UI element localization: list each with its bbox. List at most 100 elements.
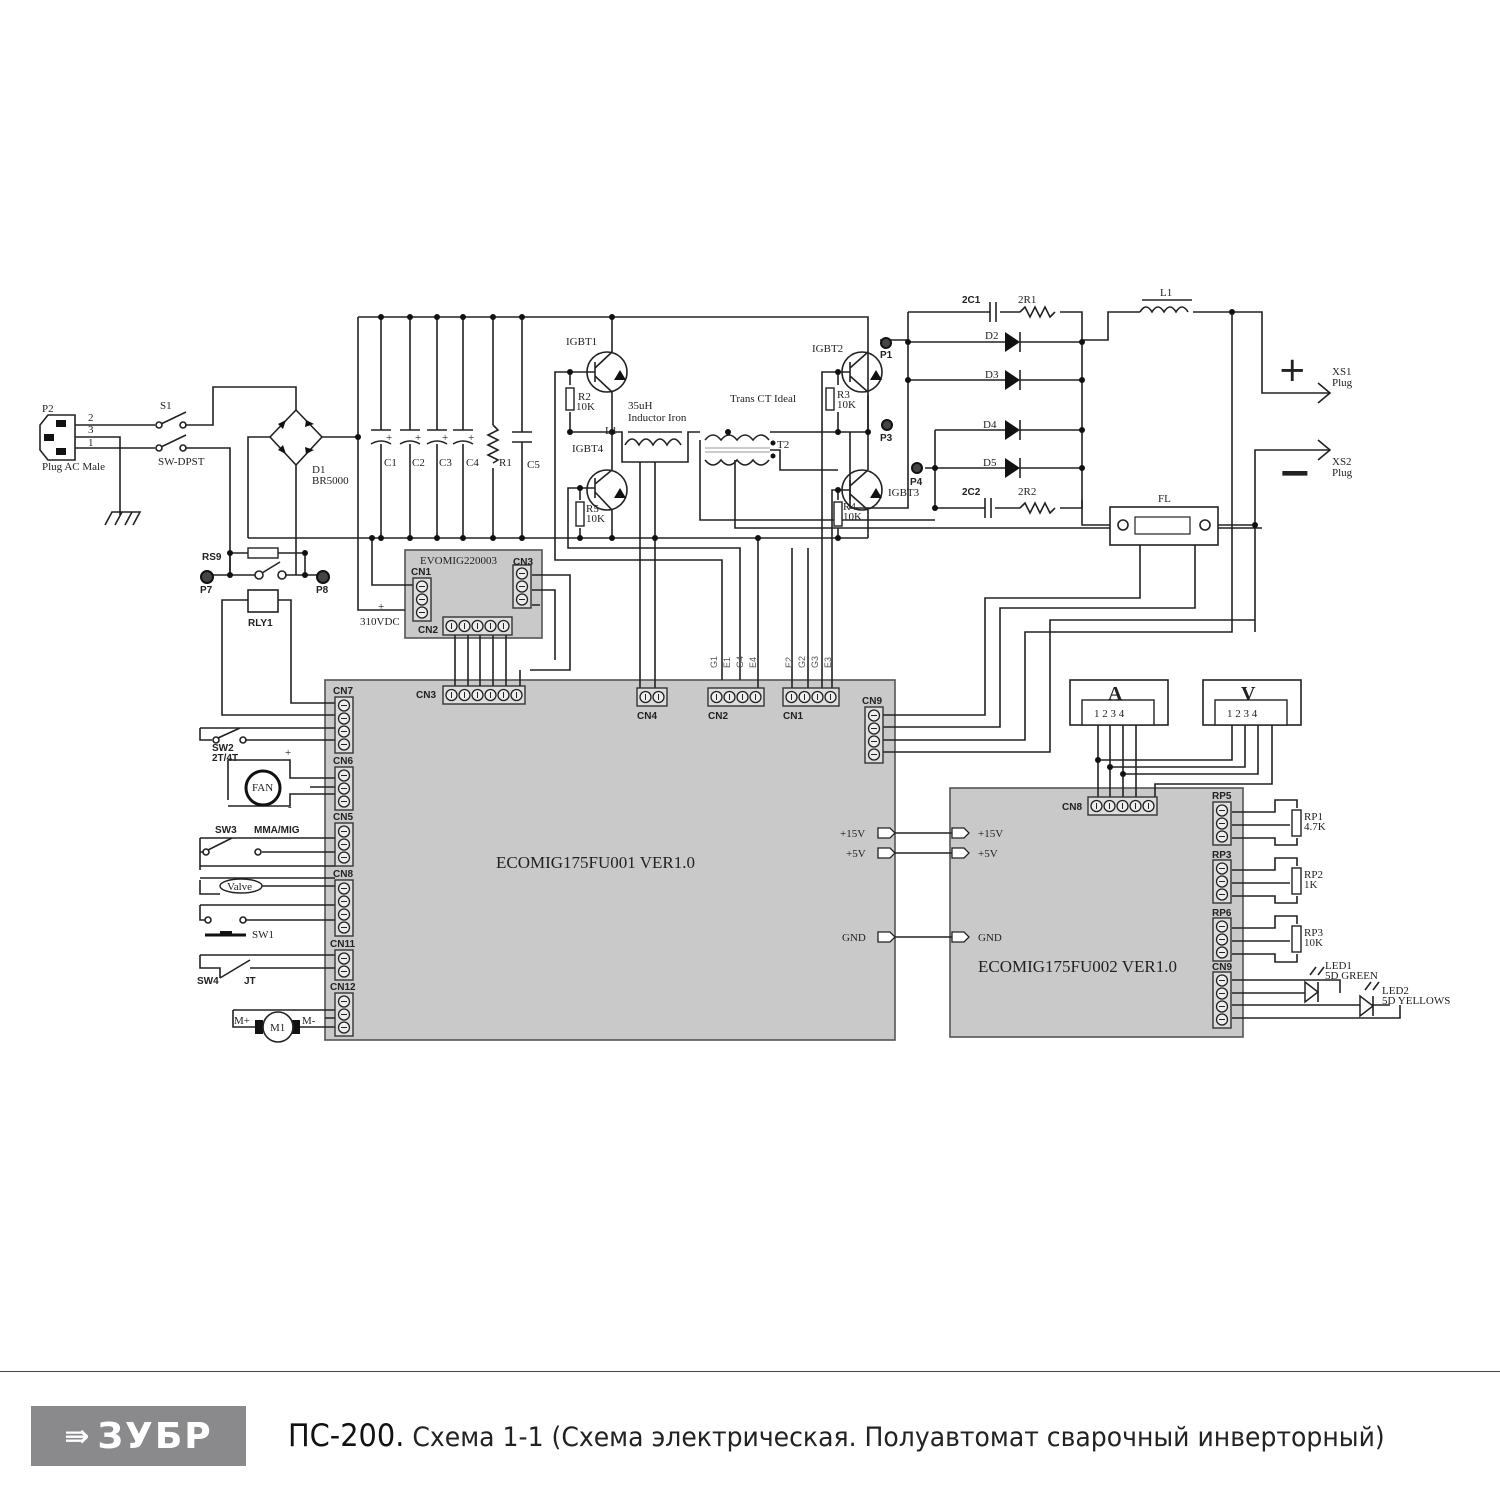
label-igbt3: IGBT3	[888, 487, 920, 499]
connector	[1212, 971, 1232, 1029]
label-15v: +15V	[840, 828, 865, 840]
label-c5: C5	[527, 459, 540, 471]
junction-dot	[434, 535, 440, 541]
connector	[636, 687, 668, 707]
label-cn4: CN4	[637, 711, 657, 722]
label-r5: R5	[586, 503, 599, 515]
label-mminus: M-	[302, 1015, 316, 1027]
label-sw2: SW2	[212, 743, 234, 754]
label-m1: M1	[270, 1022, 285, 1034]
label-2c1: 2C1	[962, 295, 981, 306]
pin-label: 1	[88, 437, 94, 449]
junction-dot	[434, 314, 440, 320]
label-35uh: 35uH	[628, 400, 653, 412]
relay-coil-icon	[247, 589, 279, 613]
connector	[1087, 796, 1158, 816]
label-r2-value: 10K	[576, 401, 595, 413]
label-mma-mig: MMA/MIG	[254, 825, 300, 836]
junction-dot	[1079, 427, 1085, 433]
label-d1: D1	[312, 464, 325, 476]
label-rp5: RP5	[1212, 791, 1232, 802]
label-r2: R2	[578, 391, 591, 403]
pin-label: G4	[735, 656, 745, 668]
connector	[334, 992, 354, 1037]
minus-terminal-icon: −	[1278, 450, 1312, 496]
label-cn7: CN7	[333, 686, 353, 697]
label-cn3: CN3	[513, 557, 533, 568]
panel-board-title: ECOMIG175FU002 VER1.0	[978, 957, 1177, 976]
junction-dot	[577, 535, 583, 541]
connector	[334, 949, 354, 981]
label-evomig: EVOMIG220003	[420, 555, 497, 567]
model-name: ПС-200.	[288, 1418, 405, 1454]
connector	[1212, 801, 1232, 846]
junction-dot	[1079, 465, 1085, 471]
valve-icon	[219, 878, 263, 894]
connector	[707, 687, 765, 707]
connector	[782, 687, 840, 707]
connector	[334, 696, 354, 754]
plus-mark: +	[285, 747, 291, 759]
label-rp6: RP6	[1212, 908, 1232, 919]
junction-dot	[577, 485, 583, 491]
label-led2: LED2	[1382, 985, 1409, 997]
connector	[334, 822, 354, 867]
connector	[334, 766, 354, 811]
junction-dot	[835, 487, 841, 493]
connector	[334, 879, 354, 937]
junction-dot	[932, 505, 938, 511]
label-igbt2: IGBT2	[812, 343, 843, 355]
label-310vdc: 310VDC	[360, 616, 400, 628]
junction-dot	[865, 429, 871, 435]
label-cn3-main: CN3	[416, 690, 436, 701]
label-rp1: RP1	[1304, 811, 1323, 823]
junction-dot	[1079, 339, 1085, 345]
plus-terminal-icon: +	[1278, 350, 1307, 390]
label-sw1: SW1	[252, 929, 274, 941]
label-gnd-panel: GND	[978, 932, 1002, 944]
junction-dot	[1120, 771, 1126, 777]
junction-dot	[1107, 764, 1113, 770]
label-c1: C1	[384, 457, 397, 469]
bridge-rectifier-icon	[268, 408, 324, 467]
label-r5-value: 10K	[586, 513, 605, 525]
label-cn2: CN2	[418, 625, 438, 636]
potentiometer-icons	[1291, 809, 1302, 953]
label-l1-out: L1	[1160, 287, 1172, 299]
labels: P2 Plug AC Male 2 3 1 S1 SW-DPST D1 BR50…	[42, 287, 1450, 1034]
junction-dot	[460, 314, 466, 320]
motor-icon	[262, 1011, 294, 1043]
label-r1: R1	[499, 457, 512, 469]
label-fl: FL	[1158, 493, 1171, 505]
label-p2: P2	[42, 403, 54, 415]
label-5v: +5V	[846, 848, 866, 860]
junction-dot	[1229, 309, 1235, 315]
junction-dot	[378, 314, 384, 320]
label-cn6: CN6	[333, 756, 353, 767]
label-rly1: RLY1	[248, 618, 273, 629]
label-mplus: M+	[234, 1015, 250, 1027]
label-c3: C3	[439, 457, 452, 469]
label-sw-dpst: SW-DPST	[158, 456, 205, 468]
label-c2: C2	[412, 457, 425, 469]
label-2c2: 2C2	[962, 487, 981, 498]
label-meter-v: V	[1241, 683, 1256, 705]
label-sw4: SW4	[197, 976, 219, 987]
label-cn11: CN11	[330, 939, 355, 950]
label-jt: JT	[244, 976, 256, 987]
ac-plug-icon	[39, 414, 76, 461]
label-d4: D4	[983, 419, 997, 431]
junction-dot	[355, 434, 361, 440]
junction-dot	[609, 314, 615, 320]
junction-dot	[567, 369, 573, 375]
footer-divider	[0, 1371, 1500, 1372]
junction-dot	[609, 535, 615, 541]
label-r4: R4	[843, 501, 856, 513]
label-fan: FAN	[252, 782, 273, 794]
label-xs1: XS1	[1332, 366, 1352, 378]
junction-dot	[835, 429, 841, 435]
junction-dot	[835, 535, 841, 541]
meter-pins: 1 2 3 4	[1227, 708, 1258, 720]
connector	[442, 685, 526, 705]
